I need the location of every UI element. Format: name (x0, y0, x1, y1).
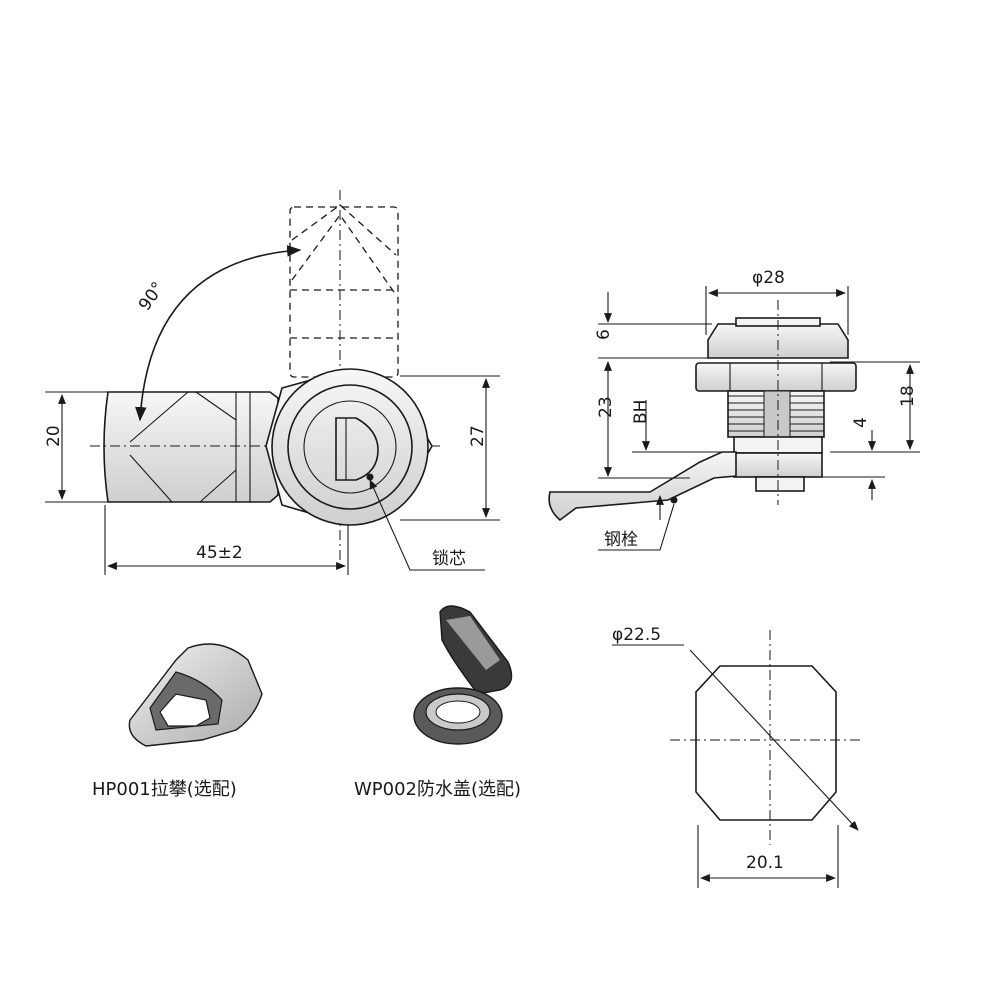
key-slot (335, 417, 379, 481)
cutout-view: φ22.5 20.1 (612, 625, 862, 888)
cutout-shape (695, 665, 837, 821)
side-nut (695, 362, 857, 392)
caption-hp001: HP001拉攀(选配) (92, 779, 237, 800)
steel-pin-dot (670, 496, 678, 504)
dim-nut-18: 18 (898, 385, 918, 407)
caption-wp002: WP002防水盖(选配) (354, 779, 521, 800)
screw-tip (755, 476, 805, 492)
dim-width-20-1: 20.1 (746, 853, 784, 873)
dim-height-20: 20 (44, 425, 64, 447)
lock-dot (366, 473, 374, 481)
angle-label: 90° (135, 278, 169, 314)
dim-bh: BH (631, 400, 651, 424)
dim-diameter-28: φ28 (752, 268, 785, 288)
dim-body-23: 23 (596, 396, 616, 418)
dim-flange-6: 6 (594, 329, 614, 340)
dim-height-27: 27 (468, 425, 488, 447)
cam-arm (548, 451, 737, 522)
callout-lock-core: 锁芯 (432, 549, 466, 569)
front-view: 90° 20 45±2 27 锁芯 (44, 190, 500, 575)
dim-length: 45±2 (196, 543, 243, 563)
lock-head (271, 368, 429, 526)
square-hole (159, 693, 211, 727)
accessory-wp002: WP002防水盖(选配) (354, 605, 521, 800)
accessory-hp001: HP001拉攀(选配) (92, 643, 263, 800)
callout-steel-pin: 钢栓 (604, 530, 638, 550)
handle-body (103, 391, 279, 503)
rotation-arc (135, 245, 302, 422)
dim-gap-4: 4 (851, 417, 871, 428)
dim-diameter-22-5: φ22.5 (612, 625, 661, 645)
rotated-handle-outline (289, 206, 399, 378)
side-view: φ28 6 23 BH 18 4 钢栓 (548, 268, 920, 551)
